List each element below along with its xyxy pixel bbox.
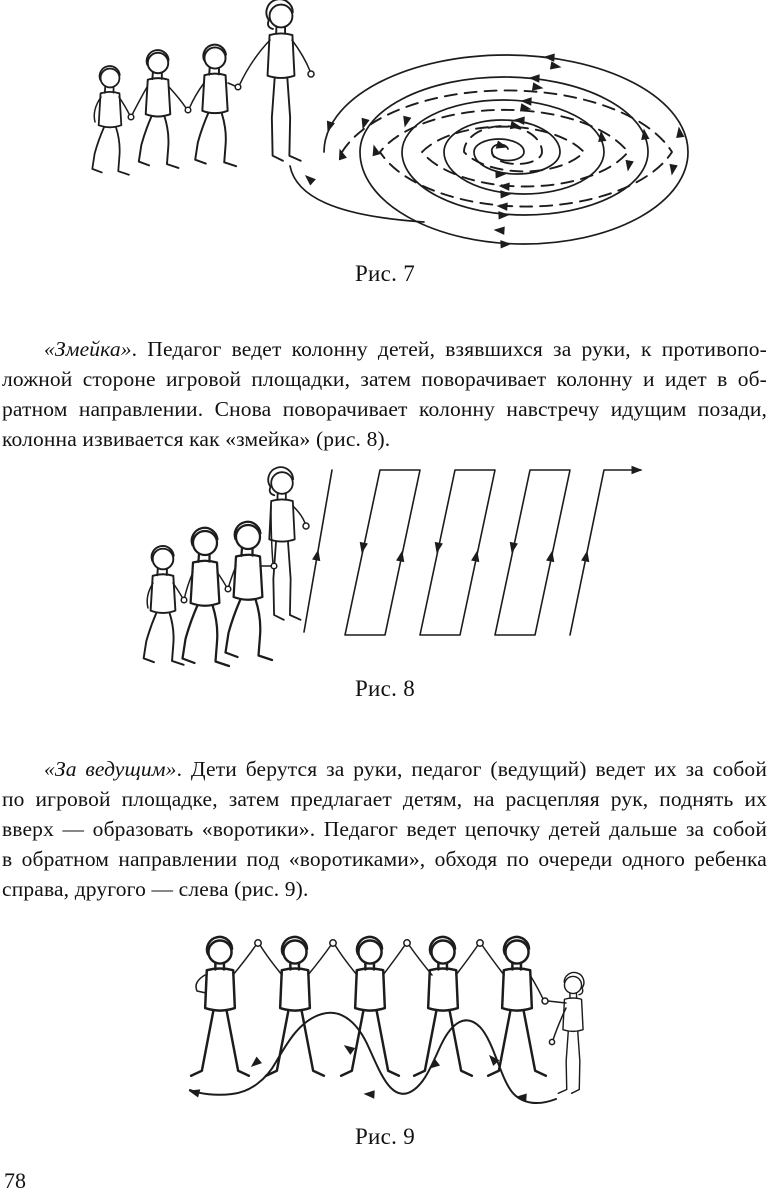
- paragraph-snake-game: «Змейка». Педагог ведет колонну детей, в…: [2, 334, 767, 454]
- child-figure: [486, 935, 548, 1077]
- figure-caption-9: Рис. 9: [354, 1124, 416, 1149]
- direction-arrows: [188, 1045, 527, 1102]
- joined-hands-arms: [146, 505, 310, 609]
- direction-arrows: [304, 53, 685, 249]
- child-figure: [264, 935, 326, 1077]
- child-figure: [339, 935, 401, 1077]
- children-column-group: [142, 466, 310, 668]
- child-figure: [181, 526, 231, 668]
- game-title-italic: «Змейка»: [44, 337, 132, 361]
- text-line: ратном направлении. Снова поворачивает к…: [2, 397, 767, 421]
- figure-caption-7: Рис. 7: [354, 261, 416, 286]
- joined-hands-arms: [93, 39, 315, 123]
- text-line: «Змейка». Педагог ведет колонну детей, в…: [2, 334, 767, 364]
- children-gates-group: [189, 935, 585, 1095]
- page-number: 78: [4, 1168, 26, 1193]
- game-title-italic: «За ведущим»: [44, 757, 177, 781]
- spiral-path-diagram: [289, 53, 689, 249]
- text-line: колонна извивается как «змейка» (рис. 8)…: [2, 427, 391, 451]
- wave-line: [189, 1011, 557, 1105]
- text-line: вверх — образовать «воротики». Педагог в…: [2, 817, 767, 841]
- teacher-figure: [557, 971, 585, 1095]
- direction-arrows: [312, 465, 643, 563]
- wavy-path-diagram: [188, 1011, 557, 1105]
- text-run: . Педагог ведет колонну детей, взявшихся…: [131, 337, 767, 361]
- text-line: «За ведущим». Дети берутся за руки, педа…: [2, 754, 767, 784]
- text-line: по игровой площадке, затем предлагает де…: [2, 787, 767, 811]
- spiral-solid-path: [323, 54, 689, 245]
- child-figure: [412, 935, 474, 1077]
- child-figure: [91, 65, 130, 176]
- figure9-gates-illustration: [188, 935, 585, 1105]
- text-line: в обратном направлении под «воротиками»,…: [2, 847, 767, 871]
- child-figure: [137, 49, 180, 169]
- text-run: . Дети берутся за руки, педагог (ведущий…: [176, 757, 767, 781]
- figure7-spiral-illustration: [91, 0, 689, 249]
- figure8-zigzag-illustration: [142, 465, 643, 668]
- spiral-dashed-path: [341, 89, 673, 208]
- zigzag-path-diagram: [303, 465, 643, 636]
- teacher-figure: [267, 466, 302, 621]
- teacher-figure: [265, 0, 302, 162]
- spiral-entry-tail: [289, 165, 425, 223]
- raised-joined-arms: [195, 939, 567, 1046]
- child-figure: [194, 43, 238, 168]
- paragraph-follow-leader-game: «За ведущим». Дети берутся за руки, педа…: [2, 754, 767, 904]
- children-column-group: [91, 0, 315, 176]
- child-figure: [142, 544, 185, 666]
- child-figure: [189, 935, 251, 1077]
- text-line: справа, другого — слева (рис. 9).: [2, 877, 309, 901]
- text-line: ложной стороне игровой площадки, затем п…: [2, 367, 767, 391]
- child-figure: [224, 520, 274, 662]
- figure-caption-8: Рис. 8: [354, 676, 416, 701]
